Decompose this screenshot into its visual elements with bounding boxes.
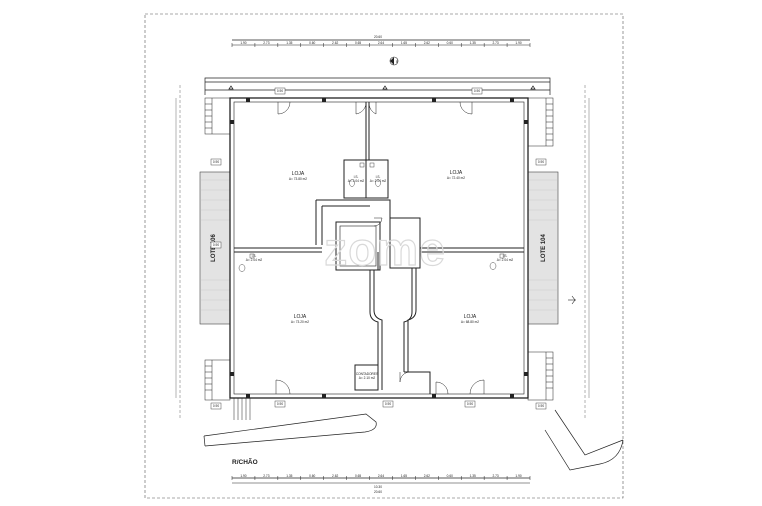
window-tag-label: 0.90 (213, 160, 219, 164)
section-marker-letter: B (396, 60, 398, 64)
top-total-dimension: 20.60 (374, 35, 382, 39)
window-tag-box (274, 400, 286, 408)
window-tag-box (471, 87, 483, 95)
room-area: A= 2.04 m2 (370, 179, 387, 183)
window-tag-box (274, 87, 286, 95)
room-name: LOJA (294, 314, 307, 320)
top-dimension-label: 0.65 (355, 41, 361, 45)
window-tag-box (210, 402, 222, 410)
room-name: I.S. (252, 254, 257, 258)
window-tag-label: 0.90 (213, 243, 219, 247)
interior-walls (234, 102, 524, 394)
bottom-dimension-label: 2.73 (263, 474, 269, 478)
room-name: LOJA (464, 314, 477, 320)
vertical-dimension-lines (175, 98, 590, 398)
window-tag-label: 0.90 (538, 404, 544, 408)
top-dimension-label: 1.90 (240, 41, 246, 45)
entry-steps-left (233, 398, 251, 420)
room-name: I.S. (354, 175, 359, 179)
plot-boundary (144, 13, 624, 499)
stair-bottom-left (204, 359, 231, 401)
room-name: I.S. (376, 175, 381, 179)
top-dimension-label: 2.73 (493, 41, 499, 45)
window-tag-box (210, 158, 222, 166)
window-markers (230, 98, 528, 398)
floor-label: R/CHÃO (232, 457, 258, 466)
room-area: A= 73.20 m2 (291, 320, 309, 324)
bottom-total-dimension: 20.60 (374, 490, 382, 494)
bottom-dimension-label: 1.35 (286, 474, 292, 478)
room-name: I.S. (503, 254, 508, 258)
bottom-dimension-label: 0.60 (447, 474, 453, 478)
bottom-subtotal-dimension: 10.30 (374, 485, 382, 489)
room-labels: LOJA A= 73.80 m2 LOJA A= 72.40 m2 LOJA A… (246, 170, 514, 380)
bottom-dimension-label: 1.35 (470, 474, 476, 478)
room-name: CONTADORES (356, 372, 378, 376)
window-tag-box (382, 400, 394, 408)
sidewalk-right (544, 409, 624, 471)
sidewalk-curve (203, 413, 377, 447)
right-neighbor-strip (527, 171, 559, 325)
lot-right-label: LOTE 104 (541, 234, 547, 262)
window-tag-label: 0.90 (474, 89, 480, 93)
window-tag-label: 0.90 (277, 89, 283, 93)
window-tag-box (464, 400, 476, 408)
bottom-dimension-label: 2.64 (378, 474, 384, 478)
bottom-dimension-label: 2.62 (332, 474, 338, 478)
bottom-dimension-label: 2.73 (493, 474, 499, 478)
north-arrow-icon (568, 295, 576, 305)
window-tag-label: 0.90 (467, 402, 473, 406)
top-dimension-label: 0.60 (447, 41, 453, 45)
watermark-logo: zome (324, 223, 446, 275)
room-area: A= 68.80 m2 (461, 320, 479, 324)
window-tag-label: 0.90 (538, 160, 544, 164)
top-dimension-label: 2.73 (263, 41, 269, 45)
bottom-dimension-line: 1.90 2.73 1.35 0.60 2.62 0.65 2.64 1.65 2.62 0.60… (231, 474, 531, 494)
door-swings (275, 101, 485, 395)
bottom-dimension-label: 1.90 (240, 474, 246, 478)
room-area: A= 2.04 m2 (246, 258, 263, 262)
top-dimension-line: 1.90 2.73 1.35 0.60 2.62 0.65 2.64 1.65 2.62 0.60… (231, 35, 531, 47)
room-name: LOJA (292, 171, 305, 177)
top-dimension-label: 1.35 (286, 41, 292, 45)
window-tag-label: 0.90 (277, 402, 283, 406)
window-tag-label: 0.90 (385, 402, 391, 406)
stair-top-left (204, 97, 231, 135)
room-area: A= 2.10 m2 (359, 376, 376, 380)
top-dimension-label: 2.62 (332, 41, 338, 45)
top-dimension-label: 1.65 (401, 41, 407, 45)
room-area: A= 73.80 m2 (289, 177, 307, 181)
section-marker-b: B (389, 56, 399, 66)
toilet-fixtures (238, 162, 505, 272)
room-area: A= 72.40 m2 (447, 176, 465, 180)
top-dimension-label: 0.60 (309, 41, 315, 45)
stair-top-right (527, 97, 554, 147)
window-tags: 0.90 0.90 0.90 0.90 0.90 0.90 0.90 0.90 0.90 0.90 (210, 87, 547, 410)
top-dimension-label: 2.64 (378, 41, 384, 45)
top-dimension-label: 1.90 (515, 41, 521, 45)
stair-bottom-right (527, 351, 554, 401)
window-tag-box (210, 241, 222, 249)
bottom-dimension-label: 0.65 (355, 474, 361, 478)
window-tag-box (535, 158, 547, 166)
top-dimension-label: 1.35 (470, 41, 476, 45)
bottom-dimension-label: 0.60 (309, 474, 315, 478)
room-area: A= 2.04 m2 (348, 179, 365, 183)
top-canopy (204, 77, 551, 95)
top-dimension-label: 2.62 (424, 41, 430, 45)
bottom-dimension-label: 2.62 (424, 474, 430, 478)
window-tag-label: 0.90 (213, 404, 219, 408)
bottom-dimension-label: 1.65 (401, 474, 407, 478)
room-name: LOJA (450, 170, 463, 176)
window-tag-box (535, 402, 547, 410)
room-area: A= 2.04 m2 (497, 258, 514, 262)
bottom-dimension-label: 1.90 (515, 474, 521, 478)
